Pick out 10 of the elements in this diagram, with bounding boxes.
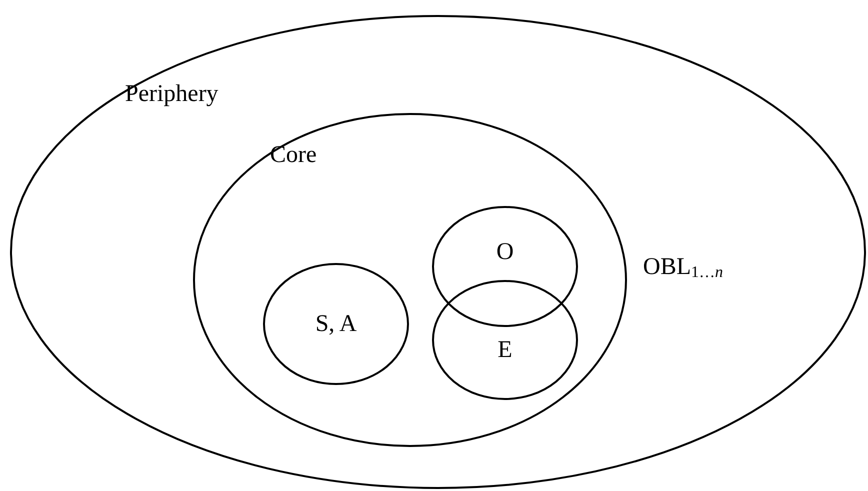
ellipse-region <box>10 15 866 489</box>
region-label: Core <box>270 143 317 167</box>
region-label: S, A <box>314 312 358 336</box>
region-label: E <box>496 338 514 362</box>
region-label: Periphery <box>125 82 218 106</box>
ellipse-region <box>193 113 627 447</box>
ellipse-region <box>432 280 578 400</box>
ellipse-region <box>432 206 578 327</box>
region-label: O <box>495 240 515 264</box>
ellipse-region <box>263 263 409 385</box>
